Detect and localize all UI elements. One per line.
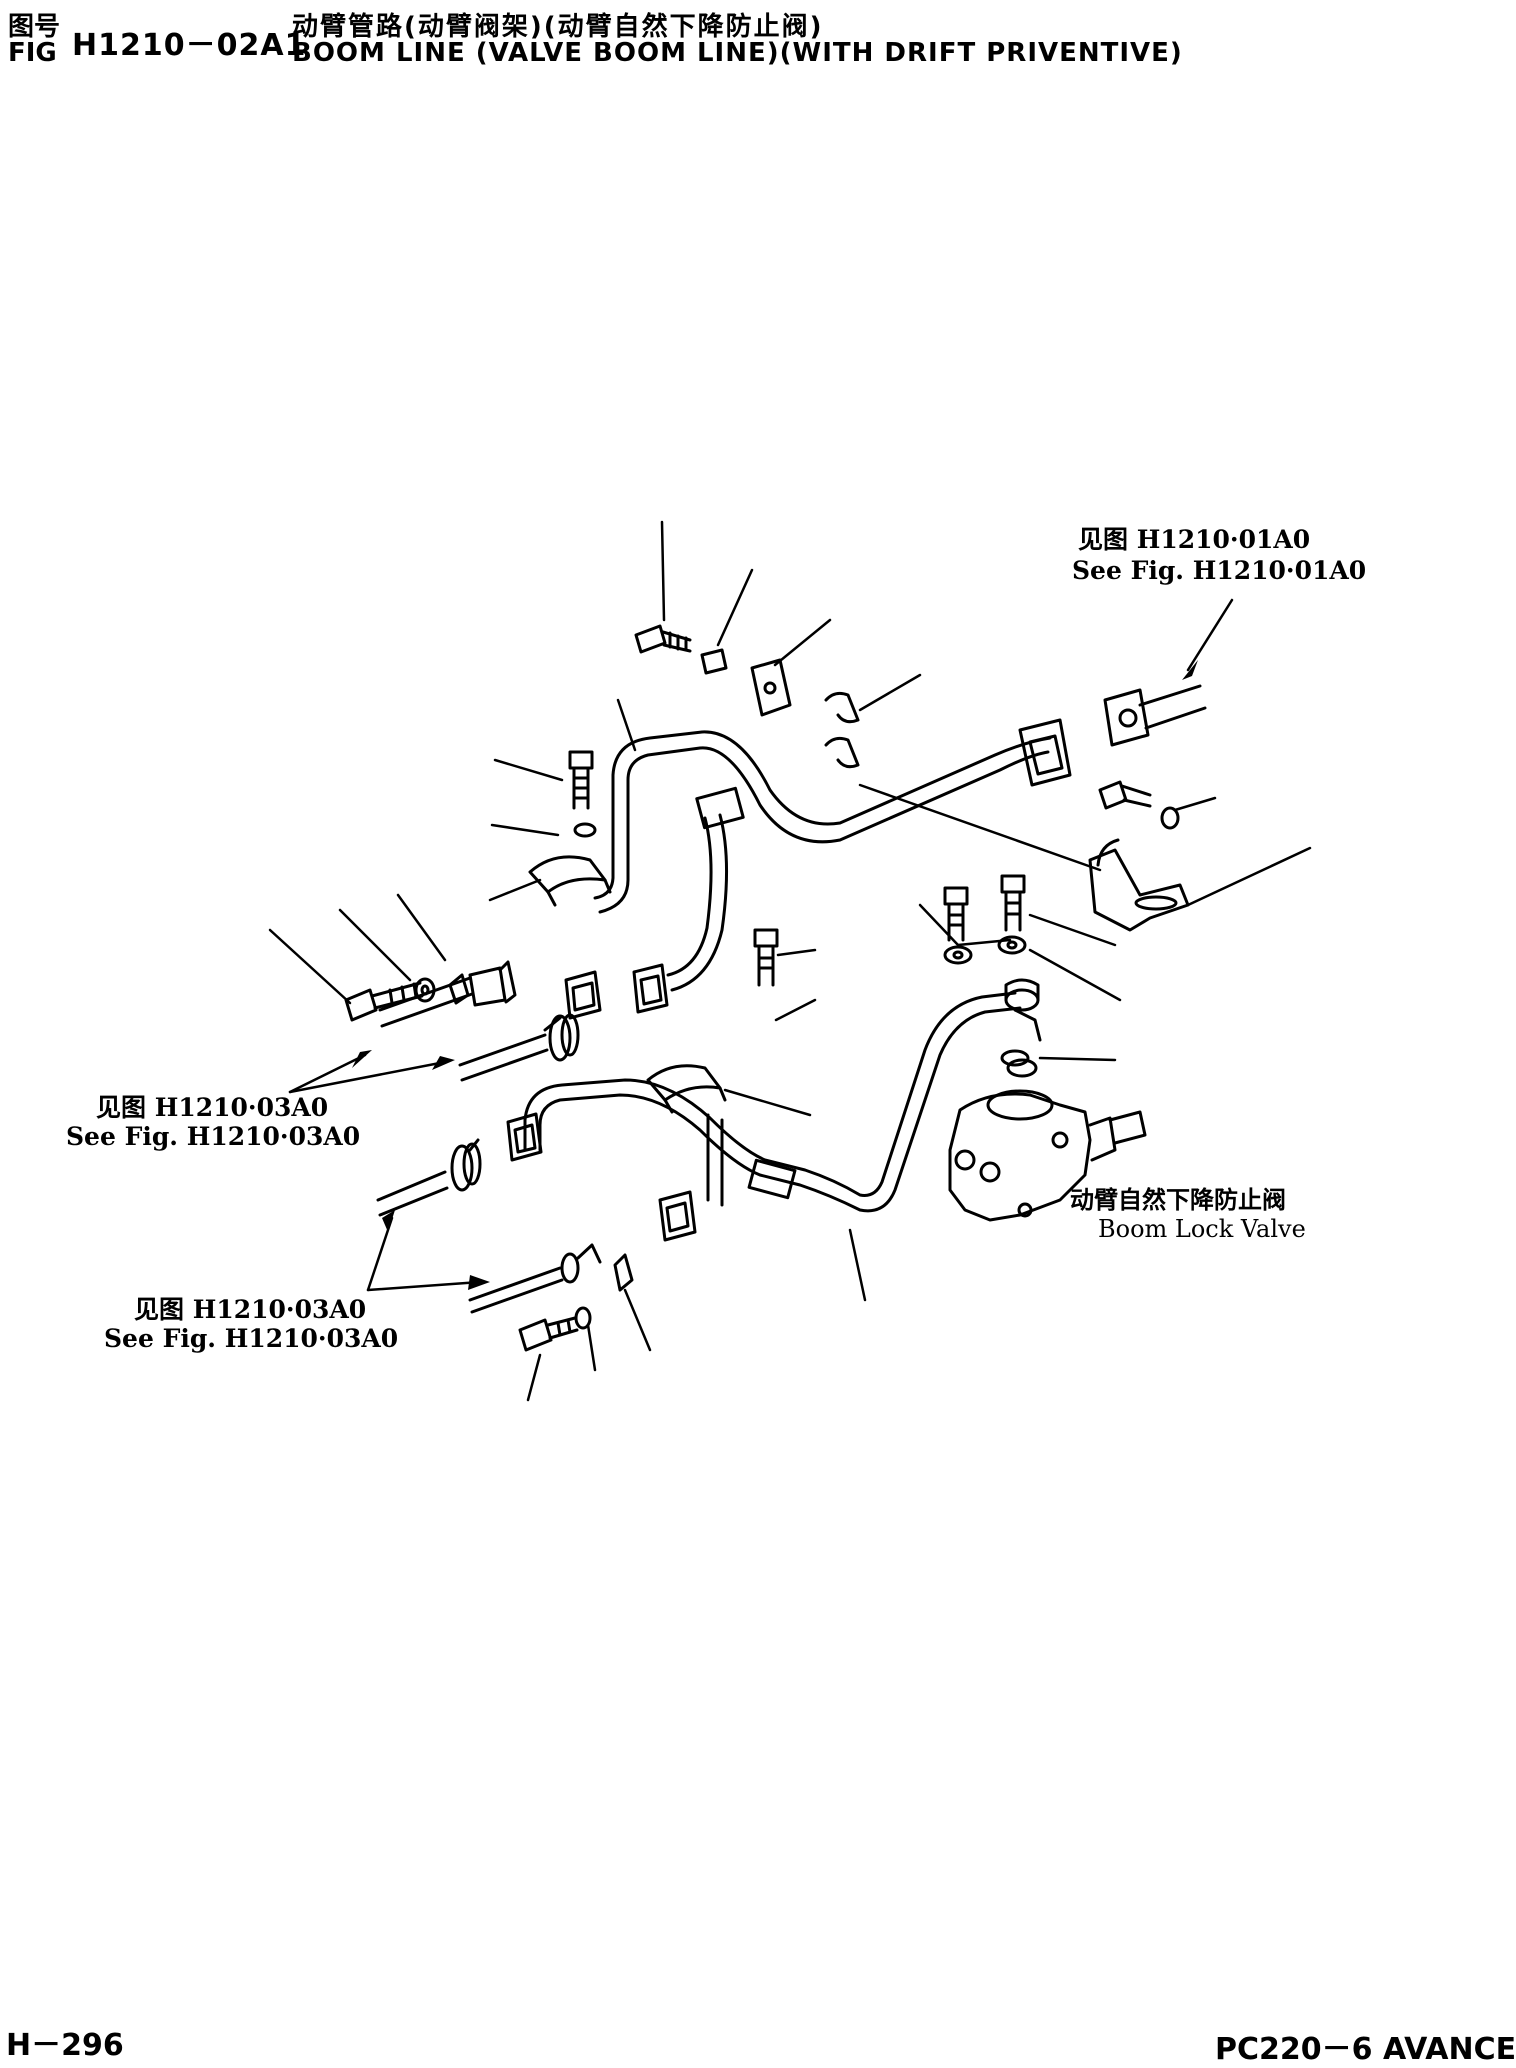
washer: [414, 977, 436, 1003]
valve-bracket: [1088, 838, 1190, 932]
washer: [1160, 806, 1180, 830]
split-flange: [506, 1112, 543, 1162]
washer: [997, 935, 1027, 955]
pipe-clamp: [646, 1064, 727, 1114]
arrowhead: [432, 1056, 455, 1070]
reference-mid-left-en: See Fig. H1210·03A0: [66, 1122, 361, 1151]
title-en: BOOM LINE (VALVE BOOM LINE)(WITH DRIFT P…: [292, 38, 1183, 68]
valve-label-cn: 动臂自然下降防止阀: [1070, 1185, 1286, 1214]
reference-top-right-en: See Fig. H1210·01A0: [1072, 556, 1367, 585]
valve-elbow-fitting: [1004, 978, 1042, 1042]
hose-assembly-lower-left: [376, 1138, 482, 1217]
reference-top-right-cn: 见图 H1210·01A0: [1078, 525, 1311, 554]
boom-line-exploded-diagram: [268, 520, 1312, 1402]
u-bolt: [824, 691, 860, 769]
lower-boom-pipe: [523, 991, 1022, 1213]
boom-lock-valve: [948, 1058, 1147, 1222]
fig-label-en: FIG: [8, 38, 57, 68]
bolt: [1000, 874, 1026, 932]
lock-plate: [613, 1253, 634, 1292]
bolt: [568, 750, 594, 810]
pipe-clamp: [528, 855, 612, 907]
page-number: H－296: [6, 2028, 124, 2063]
arrowhead: [352, 1050, 372, 1068]
valve-label-en: Boom Lock Valve: [1098, 1215, 1306, 1243]
arrowhead: [382, 1210, 395, 1232]
middle-boom-pipe: [666, 813, 729, 992]
fig-number: H1210－02A1: [72, 28, 307, 63]
model-label: PC220－6 AVANCE: [1215, 2032, 1516, 2067]
split-flange: [564, 970, 602, 1020]
arrowhead: [1182, 660, 1198, 680]
clamp-plate: [750, 658, 792, 717]
bolt: [753, 928, 779, 987]
fig-label-cn: 图号: [8, 12, 61, 42]
reference-lower-left-en: See Fig. H1210·03A0: [104, 1324, 399, 1353]
bolt: [1098, 780, 1152, 810]
washer: [943, 945, 973, 965]
hose-assembly-mid-left: [458, 1013, 580, 1082]
upper-boom-pipe: [593, 730, 1052, 914]
flange-plate-top-right: [1103, 684, 1207, 747]
washer: [574, 1306, 592, 1330]
lock-plate: [448, 973, 470, 1005]
upper-pipe-flange-right: [1018, 718, 1072, 787]
split-flange: [632, 963, 669, 1014]
clamp-spacer: [700, 648, 728, 675]
bolt: [518, 1316, 579, 1352]
reference-mid-left-cn: 见图 H1210·03A0: [96, 1093, 329, 1122]
bolt: [943, 886, 969, 942]
washer: [573, 822, 597, 838]
title-cn: 动臂管路(动臂阀架)(动臂自然下降防止阀): [292, 12, 824, 42]
arrowhead: [468, 1275, 490, 1290]
leader-lines: [268, 520, 1312, 1402]
reference-lower-left-cn: 见图 H1210·03A0: [134, 1295, 367, 1324]
split-flange: [658, 1190, 697, 1242]
o-ring: [1000, 1049, 1030, 1067]
bolt: [634, 624, 692, 654]
hose-assembly-bottom-left: [468, 1243, 602, 1314]
